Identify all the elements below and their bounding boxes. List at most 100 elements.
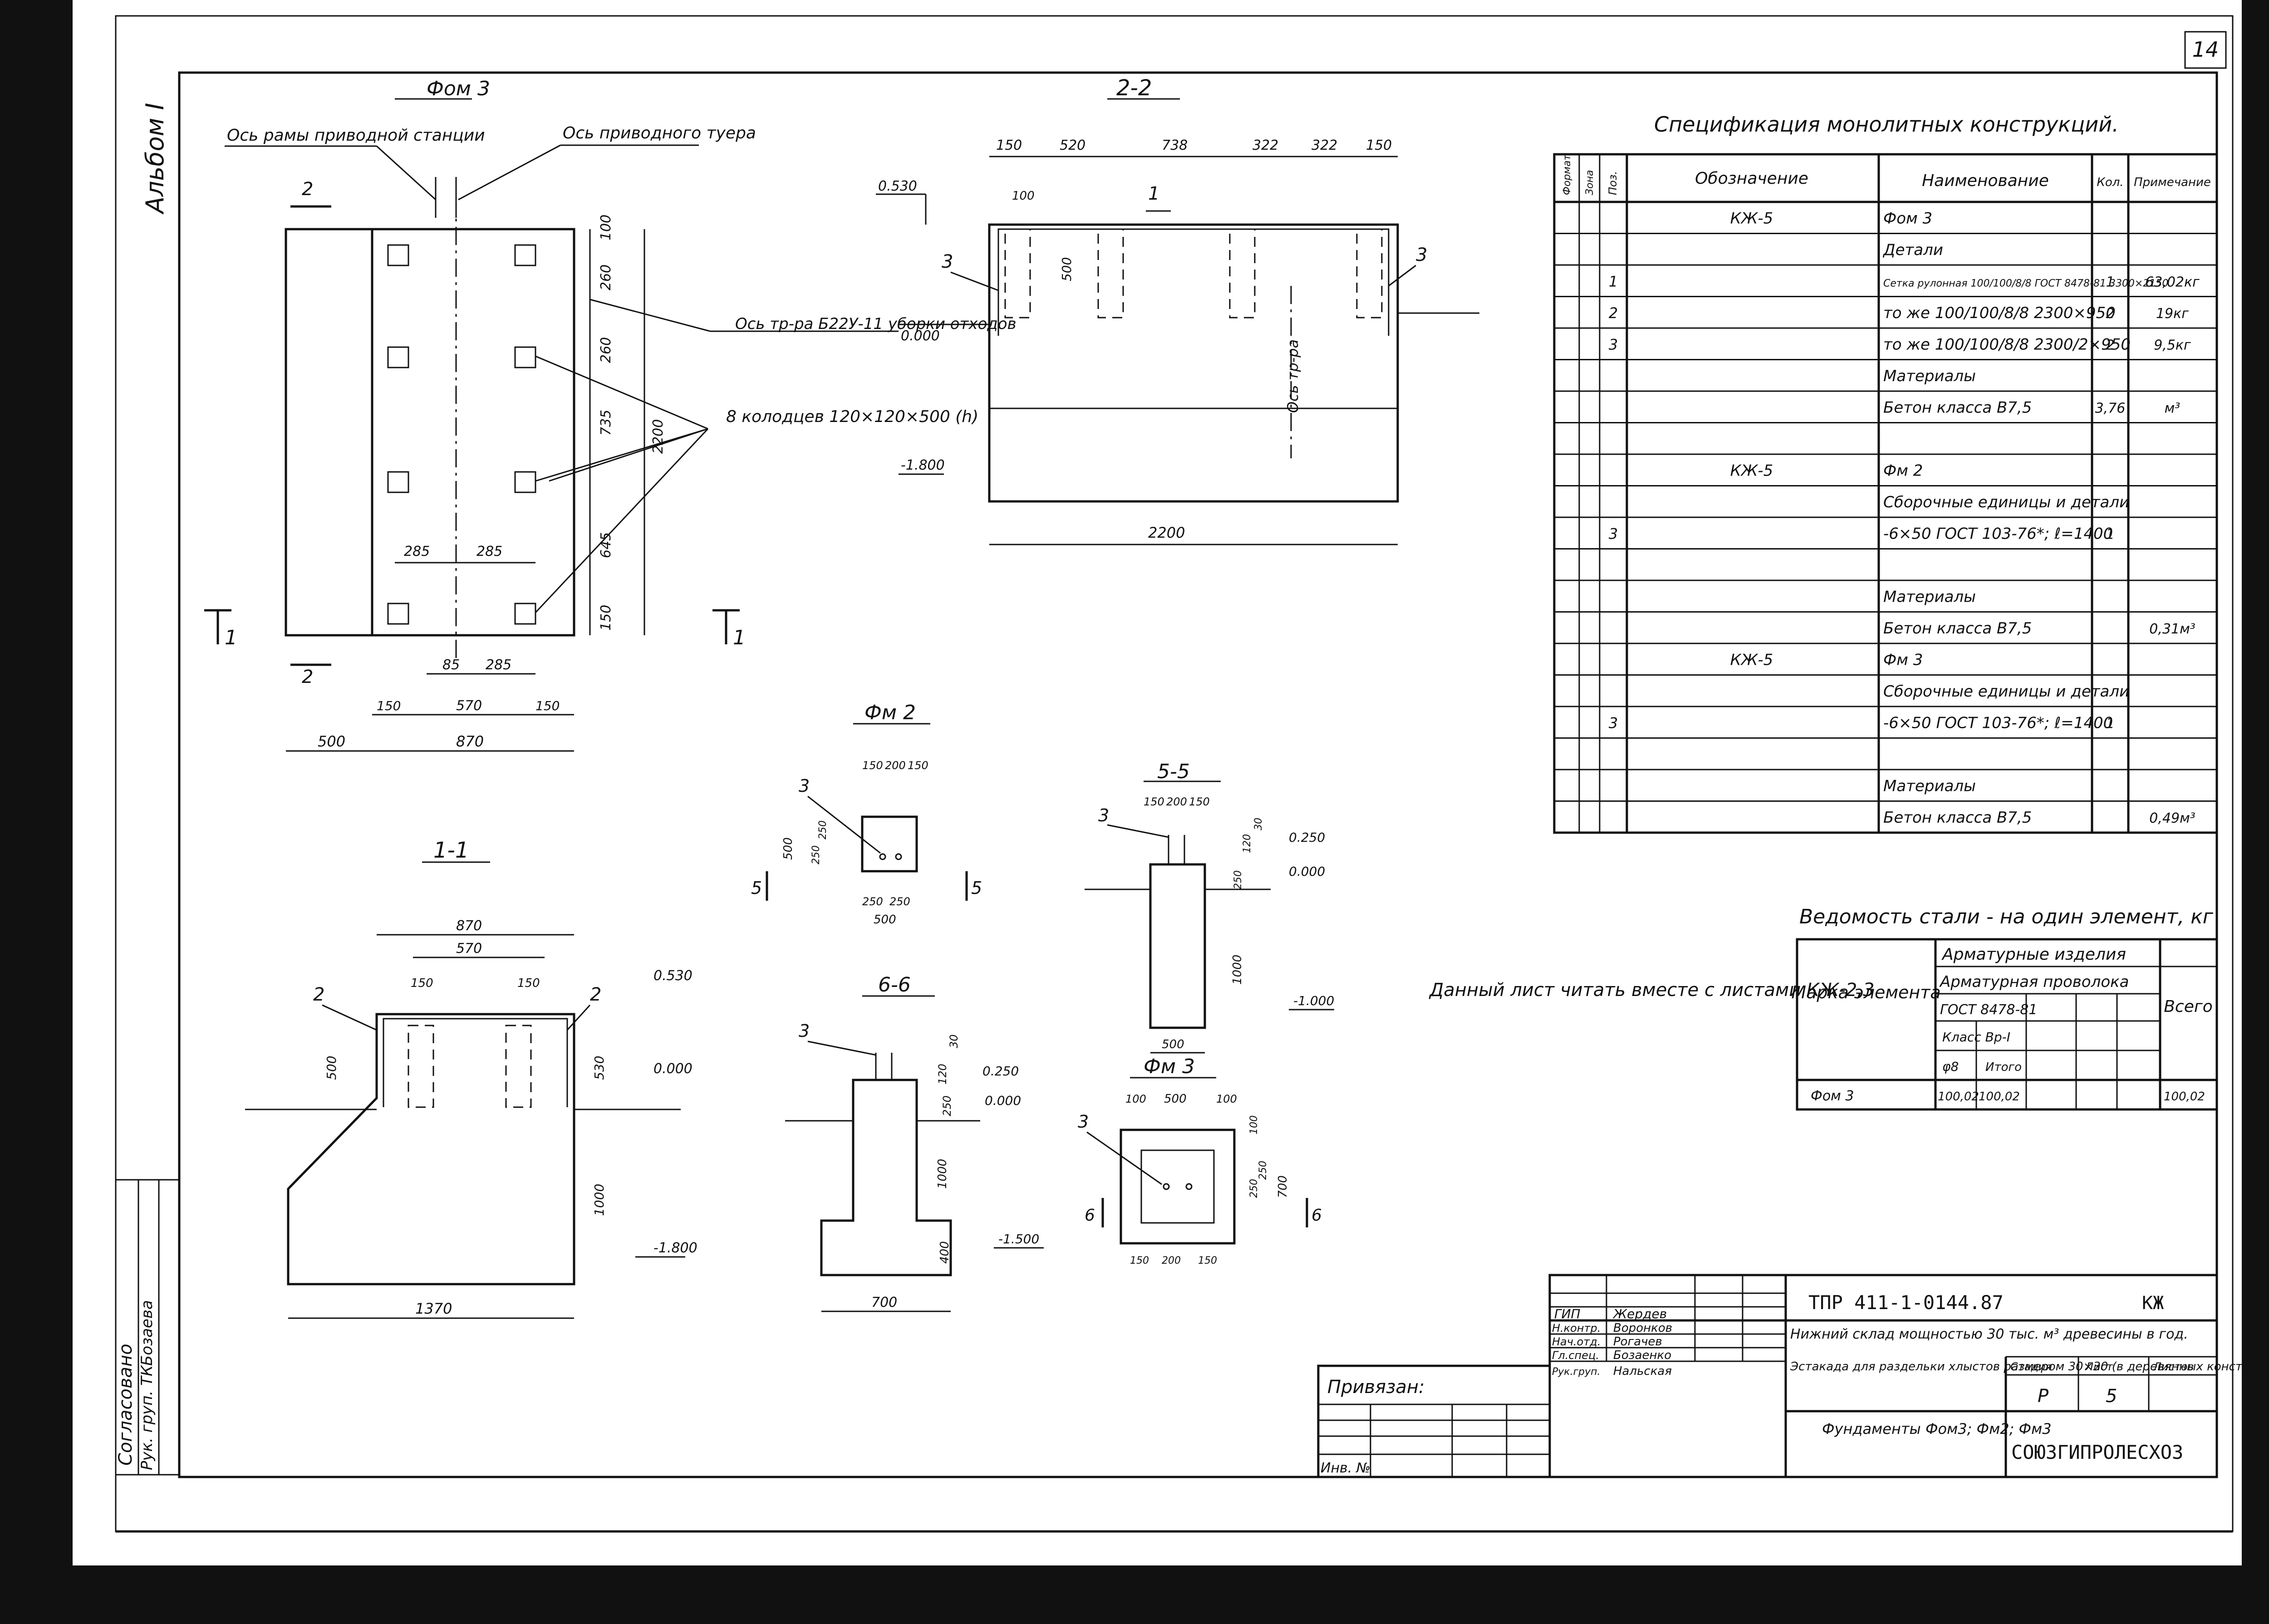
fm2-view: Фм 2 150 200 150 500 250 250 250 250 500… xyxy=(751,701,982,927)
svg-text:150: 150 xyxy=(1130,1255,1149,1266)
svg-text:250: 250 xyxy=(889,895,910,908)
svg-text:φ8: φ8 xyxy=(1942,1059,1959,1074)
svg-text:500: 500 xyxy=(318,733,345,750)
agreed-name: Бозаева xyxy=(138,1300,156,1366)
svg-text:150: 150 xyxy=(908,759,928,772)
svg-text:3: 3 xyxy=(1098,805,1109,825)
svg-text:ГИП: ГИП xyxy=(1554,1306,1581,1321)
svg-text:1000: 1000 xyxy=(592,1184,607,1216)
svg-text:100,02: 100,02 xyxy=(1979,1090,2020,1104)
spec-cell-note: 63,02кг xyxy=(2145,274,2200,290)
svg-text:Воронков: Воронков xyxy=(1613,1321,1672,1335)
spec-cell-pos: 3 xyxy=(1609,525,1618,542)
svg-text:Нач.отд.: Нач.отд. xyxy=(1552,1335,1601,1348)
spec-cell-name: Бетон класса В7,5 xyxy=(1883,398,2032,417)
svg-text:6: 6 xyxy=(1311,1206,1322,1225)
section-2-2-view: 2-2 150 520 738 322 322 150 100 Ось тр-р… xyxy=(876,75,1479,545)
spec-cell-qty: 2 xyxy=(2106,306,2114,322)
spec-cell-designation: КЖ-5 xyxy=(1730,651,1773,669)
svg-text:Привязан:: Привязан: xyxy=(1327,1377,1425,1398)
svg-text:Листов: Листов xyxy=(2153,1360,2194,1373)
svg-text:Рогачев: Рогачев xyxy=(1613,1335,1662,1349)
spec-cell-name: Бетон класса В7,5 xyxy=(1883,619,2032,638)
svg-text:3: 3 xyxy=(1078,1112,1089,1132)
svg-text:0.000: 0.000 xyxy=(1289,864,1325,879)
svg-text:150: 150 xyxy=(377,698,401,713)
svg-text:150: 150 xyxy=(535,698,560,713)
svg-text:400: 400 xyxy=(938,1241,952,1264)
svg-text:150: 150 xyxy=(862,759,883,772)
svg-text:ГОСТ 8478-81: ГОСТ 8478-81 xyxy=(1940,1002,2037,1018)
spec-cell-name: Фм 3 xyxy=(1883,651,1923,669)
svg-text:2: 2 xyxy=(313,984,324,1005)
svg-text:250: 250 xyxy=(1233,870,1244,889)
steel-table: Ведомость стали - на один элемент, кг Ма… xyxy=(1791,905,2218,1111)
svg-text:100: 100 xyxy=(598,215,614,240)
sheet-title: Фундаменты Фом3; Фм2; Фм3 xyxy=(1822,1420,2052,1438)
spec-cell-name: Сборочные единицы и детали xyxy=(1883,682,2129,701)
scan-border-right xyxy=(2242,0,2269,1565)
spec-cell-designation: КЖ-5 xyxy=(1730,461,1773,480)
svg-text:500: 500 xyxy=(874,913,896,927)
svg-text:1: 1 xyxy=(225,626,237,649)
svg-text:200: 200 xyxy=(885,759,906,772)
svg-text:285: 285 xyxy=(486,657,511,673)
scan-border-bottom xyxy=(0,1565,2269,1624)
svg-text:100: 100 xyxy=(1125,1093,1146,1105)
sheet-number-box xyxy=(2184,31,2227,69)
svg-text:500: 500 xyxy=(1164,1092,1187,1106)
svg-text:1: 1 xyxy=(733,626,746,649)
svg-text:322: 322 xyxy=(1252,137,1278,153)
reading-note: Данный лист читать вместе с листами КЖ-2… xyxy=(1429,980,1874,1001)
svg-text:-1.800: -1.800 xyxy=(901,457,945,473)
svg-text:Н.контр.: Н.контр. xyxy=(1552,1322,1601,1335)
svg-text:1: 1 xyxy=(1148,183,1159,204)
svg-text:285: 285 xyxy=(476,544,502,559)
code-suffix: КЖ xyxy=(2142,1293,2164,1314)
section-6-6-view: 6-6 30 120 250 1000 400 700 0.250 0.000 … xyxy=(785,973,1044,1312)
svg-text:Кол.: Кол. xyxy=(2097,176,2123,189)
svg-text:Обозначение: Обозначение xyxy=(1695,169,1808,188)
spec-table: Спецификация монолитных конструкций. Фор… xyxy=(1553,112,2218,834)
svg-text:5: 5 xyxy=(971,878,982,898)
svg-text:0.000: 0.000 xyxy=(653,1061,692,1077)
svg-text:Итого: Итого xyxy=(1985,1060,2022,1074)
section-5-5-view: 5-5 150 200 150 30 120 250 1000 500 0.25… xyxy=(1085,760,1334,1054)
svg-text:0.530: 0.530 xyxy=(878,178,917,194)
spec-title: Спецификация монолитных конструкций. xyxy=(1654,112,2119,137)
svg-text:150: 150 xyxy=(1198,1255,1217,1266)
svg-text:870: 870 xyxy=(456,733,484,750)
svg-text:250: 250 xyxy=(941,1095,953,1116)
svg-text:100,02: 100,02 xyxy=(1938,1090,1979,1104)
svg-text:3: 3 xyxy=(799,776,810,796)
fm3-view: Фм 3 100 500 100 100 250 250 700 150 200… xyxy=(1078,1055,1322,1266)
svg-text:Р: Р xyxy=(2038,1386,2049,1407)
svg-text:-1.800: -1.800 xyxy=(653,1240,697,1256)
spec-cell-name: Сетка рулонная 100/100/8/8 ГОСТ 8478-81 … xyxy=(1883,278,2168,289)
svg-text:Инв. №: Инв. № xyxy=(1321,1460,1370,1476)
svg-text:870: 870 xyxy=(456,918,482,934)
plan-wells xyxy=(387,244,536,625)
svg-text:Нальская: Нальская xyxy=(1613,1364,1672,1378)
svg-text:250: 250 xyxy=(810,845,822,864)
svg-text:700: 700 xyxy=(871,1295,897,1310)
svg-text:738: 738 xyxy=(1162,137,1188,153)
svg-text:1000: 1000 xyxy=(1231,955,1244,985)
svg-text:Марка элемента: Марка элемента xyxy=(1791,982,1940,1002)
svg-text:85: 85 xyxy=(442,657,460,673)
svg-text:0.000: 0.000 xyxy=(901,328,940,344)
tied-block: Привязан: Инв. № xyxy=(1317,1364,1551,1478)
svg-text:500: 500 xyxy=(1059,257,1074,281)
spec-cell-note: 0,31м³ xyxy=(2149,621,2195,637)
fm2-title: Фм 2 xyxy=(864,701,916,724)
spec-cell-designation: КЖ-5 xyxy=(1730,209,1773,227)
svg-text:Стадия: Стадия xyxy=(2010,1360,2052,1373)
svg-text:200: 200 xyxy=(1166,795,1187,808)
plan-title: Фом 3 xyxy=(427,77,490,100)
svg-text:570: 570 xyxy=(456,698,482,714)
svg-text:-1.500: -1.500 xyxy=(998,1231,1039,1246)
svg-text:150: 150 xyxy=(1144,795,1164,808)
axis-frame-label: Ось рамы приводной станции xyxy=(227,126,485,145)
spec-cell-pos: 2 xyxy=(1609,304,1618,322)
svg-text:0.250: 0.250 xyxy=(982,1064,1019,1079)
